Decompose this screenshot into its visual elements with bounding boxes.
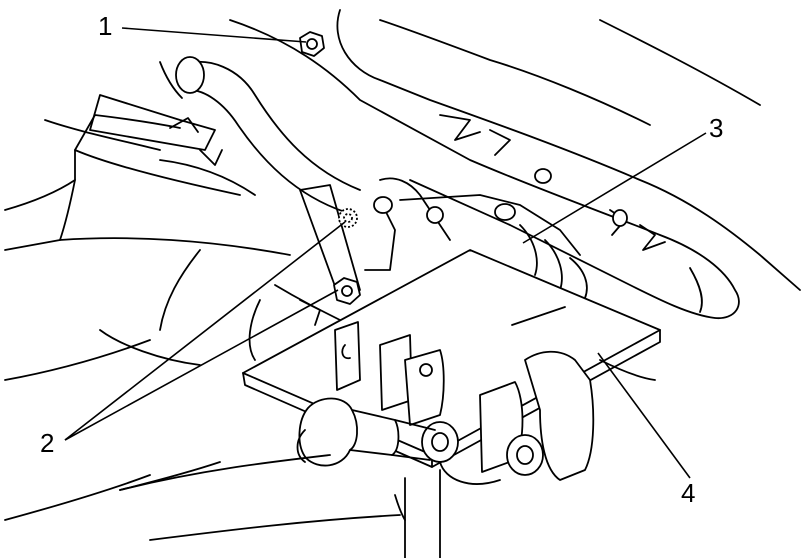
left-body-panel xyxy=(4,114,291,521)
jack-post xyxy=(119,454,441,558)
nut-1 xyxy=(299,31,325,57)
leader-line-2a xyxy=(64,221,346,441)
hose-end-cap xyxy=(175,56,205,94)
bracket-bolt xyxy=(426,206,444,224)
callout-label-2: 2 xyxy=(40,428,55,458)
frame-bolt-hole xyxy=(612,209,628,227)
leader-line-3 xyxy=(522,132,707,244)
bracket-bolt xyxy=(373,196,393,214)
leader-lines xyxy=(64,27,707,479)
callout-label-3: 3 xyxy=(709,113,724,143)
leader-line-1 xyxy=(121,27,307,43)
callout-label-4: 4 xyxy=(681,478,696,508)
bracket-bolt xyxy=(494,203,516,221)
frame-bolt-hole xyxy=(534,168,552,184)
leader-line-2b xyxy=(64,289,339,441)
leader-line-4 xyxy=(597,352,691,479)
frame-member xyxy=(229,9,801,319)
clamp-knob xyxy=(296,397,436,467)
hose-assembly xyxy=(89,56,361,213)
nut-2 xyxy=(333,277,361,305)
center-bracket xyxy=(248,177,588,361)
jack-clamp xyxy=(334,321,656,485)
callout-label-1: 1 xyxy=(98,11,113,41)
